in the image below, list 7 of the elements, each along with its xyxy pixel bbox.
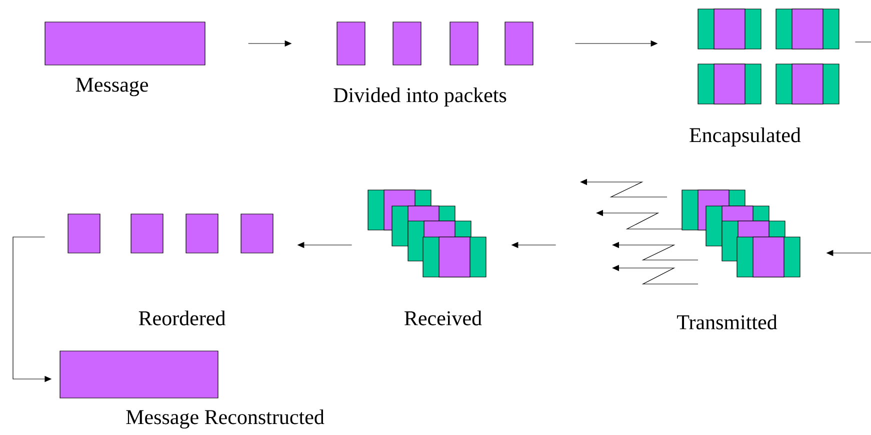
node-label: Message Reconstructed (126, 409, 324, 429)
node-label: Message (76, 78, 148, 96)
node-label: Transmitted (677, 314, 778, 330)
node-label: Divided into packets (334, 87, 506, 107)
node-label: Reordered (138, 310, 226, 326)
node-label: Encapsulated (690, 127, 801, 147)
node-label: Received (404, 310, 482, 326)
